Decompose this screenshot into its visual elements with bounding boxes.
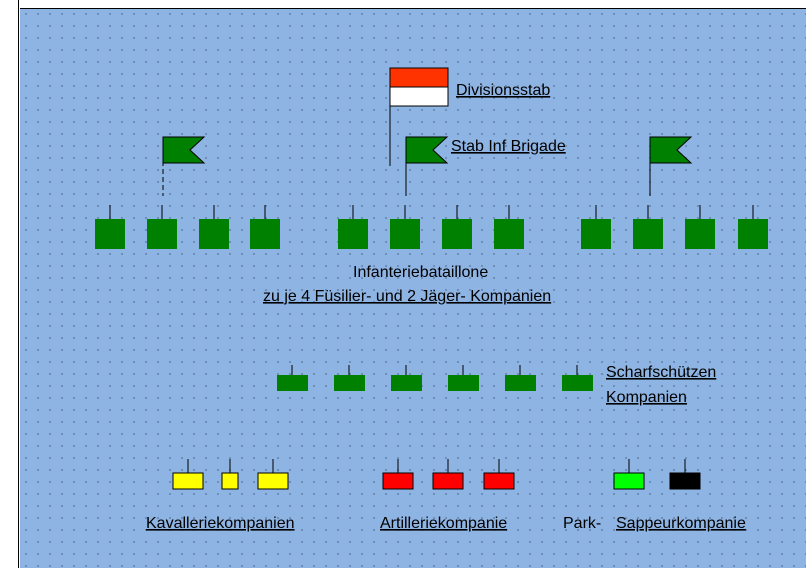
page-left-border: [18, 0, 19, 568]
brigade-pennant: [405, 136, 449, 164]
infantry-battalion-1: [95, 205, 125, 249]
park-unit-7: [613, 459, 645, 490]
artillery-company-symbol: [382, 472, 414, 490]
infantry-battalion-symbol: [685, 219, 715, 249]
sappers-label: Sappeurkompanie: [616, 515, 746, 532]
sapper-company-symbol: [669, 472, 701, 490]
infantry-battalions: [95, 205, 768, 249]
brigade-flag-1: [162, 136, 206, 196]
artillery-company-4: [382, 459, 414, 490]
sharpshooter-symbol: [448, 375, 479, 391]
infantry-label-line2: zu je 4 Füsilier- und 2 Jäger- Kompanien: [263, 288, 551, 305]
infantry-battalion-7: [442, 205, 472, 249]
brigade-pennant: [649, 136, 693, 164]
division-staff-label: Divisionsstab: [456, 82, 550, 99]
infantry-battalion-symbol: [338, 219, 368, 249]
infantry-battalion-9: [581, 205, 611, 249]
sharpshooter-company-2: [334, 365, 365, 391]
brigade-staff-label: Stab Inf Brigade: [451, 138, 566, 155]
division-flag-top-band: [389, 67, 449, 88]
sharpshooter-symbol: [562, 375, 593, 391]
cavalry-label: Kavalleriekompanien: [146, 515, 295, 532]
infantry-battalion-2: [147, 205, 177, 249]
sharpshooter-company-3: [391, 365, 422, 391]
sharpshooters-label-line1: Scharfschützen: [606, 364, 716, 381]
artillery-label: Artilleriekompanie: [380, 515, 507, 532]
page-top-border: [20, 8, 806, 9]
sharpshooter-symbol: [277, 375, 308, 391]
cavalry-company-1: [172, 459, 204, 490]
sharpshooter-symbol: [334, 375, 365, 391]
infantry-battalion-symbol: [390, 219, 420, 249]
infantry-battalion-symbol: [581, 219, 611, 249]
infantry-battalion-symbol: [442, 219, 472, 249]
sharpshooter-company-1: [277, 365, 308, 391]
artillery-company-6: [483, 459, 515, 490]
brigade-staff-flags: [162, 136, 693, 196]
artillery-company-symbol: [483, 472, 515, 490]
division-staff-flag: [389, 67, 449, 166]
sharpshooter-company-4: [448, 365, 479, 391]
park-label: Park-: [563, 515, 601, 532]
cavalry-company-symbol: [257, 472, 289, 490]
cavalry-company-2: [221, 459, 239, 490]
infantry-battalion-symbol: [494, 219, 524, 249]
sharpshooter-company-5: [505, 365, 536, 391]
infantry-battalion-symbol: [633, 219, 663, 249]
infantry-battalion-11: [685, 205, 715, 249]
sapper-company-8: [669, 459, 701, 490]
artillery-company-5: [432, 459, 464, 490]
infantry-battalion-symbol: [147, 219, 177, 249]
infantry-battalion-symbol: [738, 219, 768, 249]
cavalry-company-symbol: [172, 472, 204, 490]
sharpshooter-company-6: [562, 365, 593, 391]
cavalry-company-3: [257, 459, 289, 490]
support-units: [172, 459, 701, 490]
sharpshooter-symbol: [505, 375, 536, 391]
sharpshooters-label-line2: Kompanien: [606, 389, 687, 406]
infantry-battalion-symbol: [250, 219, 280, 249]
infantry-battalion-10: [633, 205, 663, 249]
brigade-pennant: [162, 136, 206, 164]
artillery-company-symbol: [432, 472, 464, 490]
infantry-battalion-3: [199, 205, 229, 249]
sharpshooter-companies: [277, 365, 593, 391]
brigade-flag-3: [649, 136, 693, 196]
infantry-battalion-symbol: [95, 219, 125, 249]
sharpshooter-symbol: [391, 375, 422, 391]
cavalry-company-symbol: [221, 472, 239, 490]
infantry-battalion-6: [390, 205, 420, 249]
infantry-battalion-4: [250, 205, 280, 249]
infantry-label-line1: Infanteriebataillone: [353, 264, 488, 281]
infantry-battalion-5: [338, 205, 368, 249]
infantry-battalion-symbol: [199, 219, 229, 249]
park-unit-symbol: [613, 472, 645, 490]
infantry-battalion-12: [738, 205, 768, 249]
division-flag-bottom-band: [389, 86, 449, 107]
infantry-battalion-8: [494, 205, 524, 249]
brigade-flag-2: [405, 136, 449, 196]
